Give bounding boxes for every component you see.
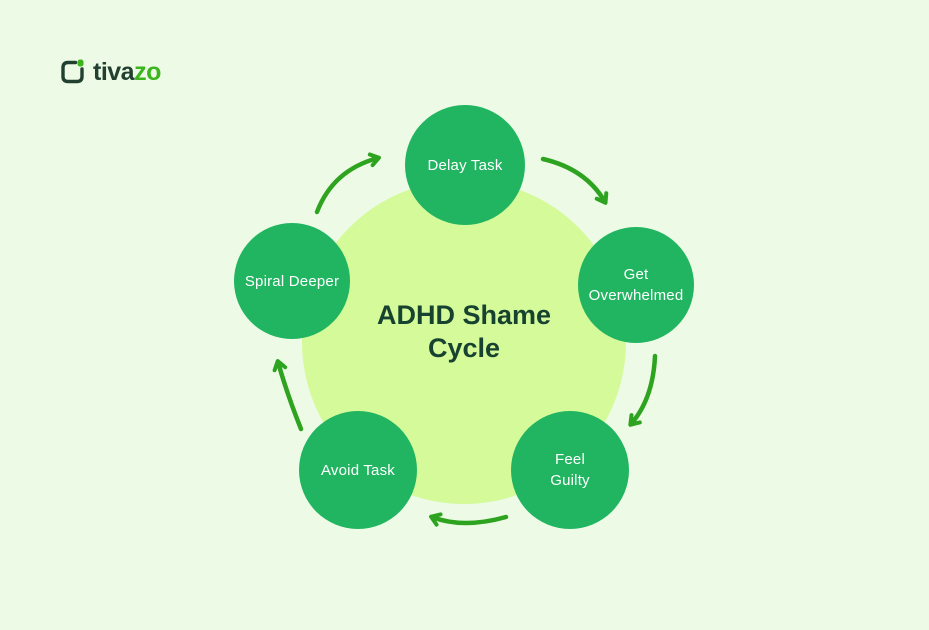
arrow-overwhelmed-to-guilty	[628, 353, 658, 427]
brand-name-zo: zo	[134, 57, 161, 86]
arrow-avoid-to-spiral	[272, 359, 304, 432]
tivazo-logo-icon	[59, 58, 86, 86]
cycle-node-label: Get Overwhelmed	[588, 266, 684, 304]
cycle-node-spiral-deeper: Spiral Deeper	[234, 223, 350, 339]
cycle-node-label: Delay Task	[427, 156, 503, 174]
cycle-node-label: Avoid Task	[321, 461, 395, 479]
cycle-node-label: Feel Guilty	[550, 451, 590, 489]
cycle-node-get-overwhelmed: Get Overwhelmed	[578, 227, 694, 343]
cycle-node-label: Spiral Deeper	[244, 272, 340, 290]
arrow-delay-to-overwhelmed	[540, 156, 609, 205]
cycle-node-feel-guilty: Feel Guilty	[511, 411, 629, 529]
cycle-title: ADHD Shame Cycle	[376, 300, 552, 363]
brand-name-tiva: tiva	[93, 57, 135, 86]
arrow-spiral-to-delay	[314, 152, 381, 215]
brand-logo: tivazo	[59, 58, 161, 86]
cycle-node-delay-task: Delay Task	[405, 105, 525, 225]
brand-name: tivazo	[93, 57, 161, 86]
cycle-node-avoid-task: Avoid Task	[299, 411, 417, 529]
arrow-guilty-to-avoid	[429, 512, 509, 527]
